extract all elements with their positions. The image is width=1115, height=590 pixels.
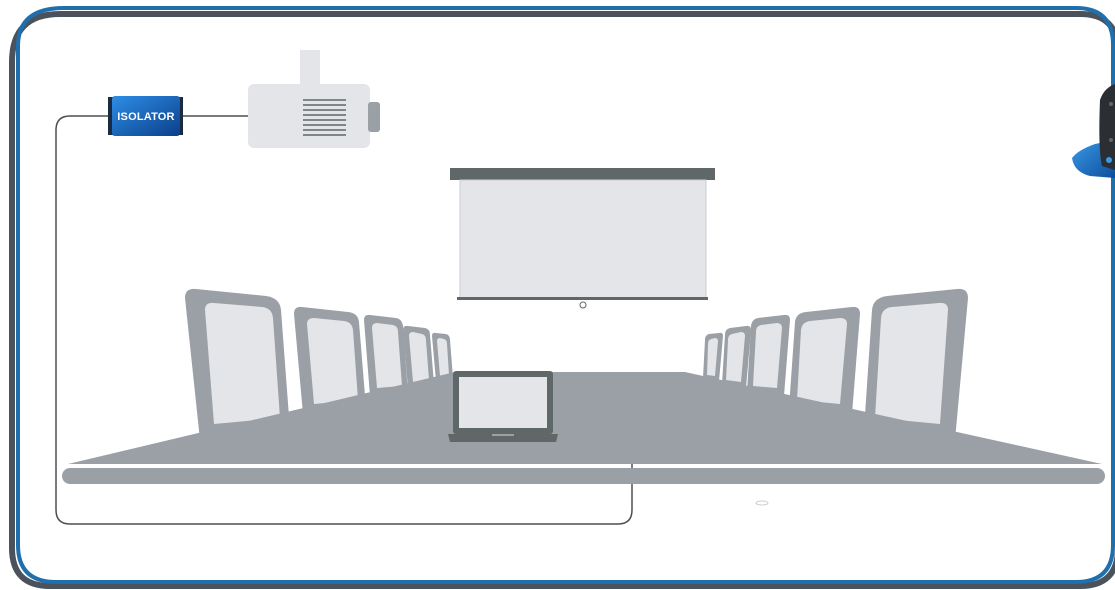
laptop-icon — [448, 371, 558, 442]
wireless-presentation-device-icon — [1072, 84, 1115, 178]
projector-icon — [248, 50, 380, 148]
chairs-left — [185, 288, 453, 440]
isolator-label: ISOLATOR — [117, 111, 174, 123]
projection-screen-icon — [450, 168, 715, 309]
chairs-right — [703, 288, 968, 440]
conference-table — [62, 372, 1105, 506]
scene-frame — [9, 6, 1115, 589]
isolator-device-icon: ISOLATOR — [108, 96, 183, 136]
